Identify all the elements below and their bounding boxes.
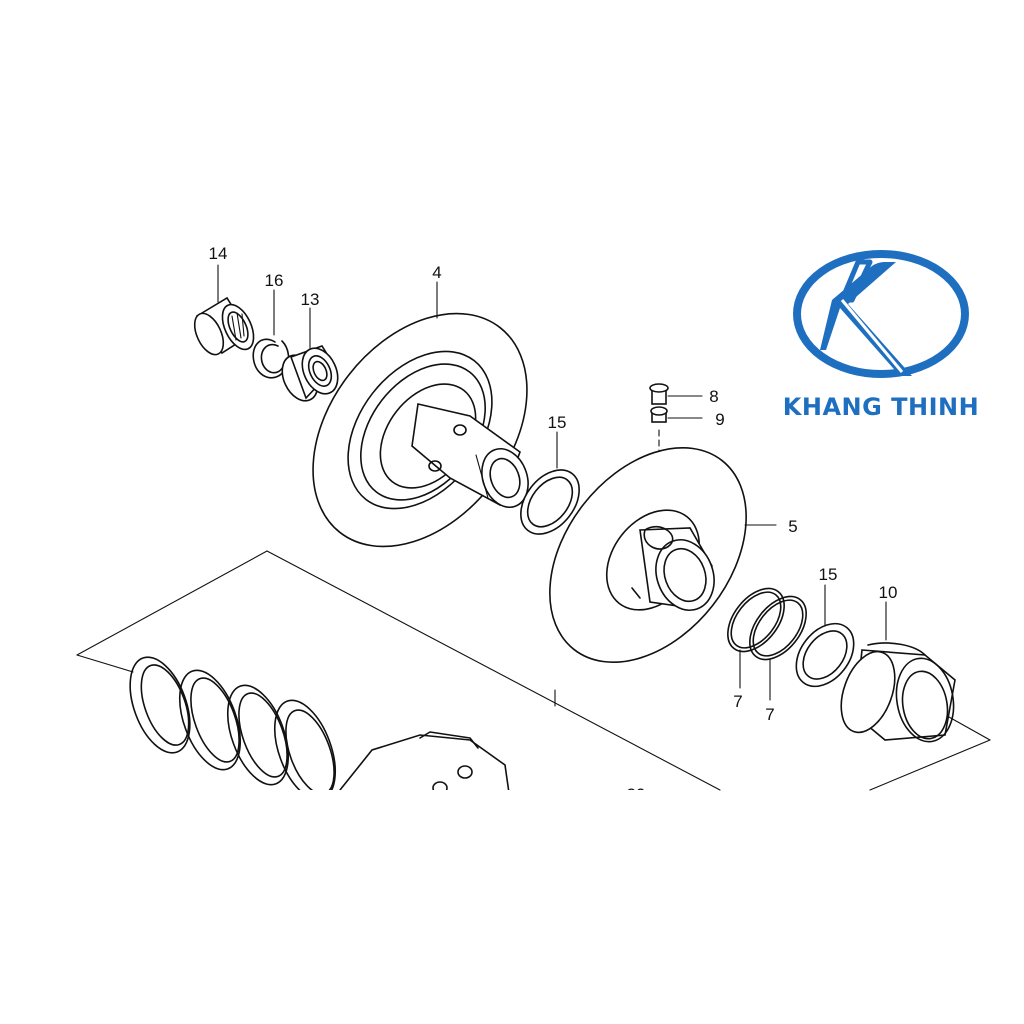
subassembly-boundary <box>76 550 991 791</box>
part-label-16: 16 <box>265 271 284 290</box>
part-label-7-b: 7 <box>765 705 774 724</box>
part-10-spacer-collar <box>840 642 956 743</box>
part-8-guide-pin <box>649 383 669 405</box>
part-14-needle-bearing <box>193 296 255 356</box>
part-13-ball-bearing <box>281 345 339 402</box>
part-label-4: 4 <box>432 263 441 282</box>
label-leader-lines <box>217 264 887 701</box>
part-15-seal-left <box>520 469 580 535</box>
logo-k-monogram <box>820 259 912 376</box>
part-label-20: 20 <box>627 785 646 804</box>
part-15-seal-right <box>795 622 855 688</box>
khang-thinh-logo: KHANG THINH <box>783 250 979 421</box>
part-label-10: 10 <box>879 583 898 602</box>
part-label-9: 9 <box>715 410 724 429</box>
part-label-15-right: 15 <box>819 565 838 584</box>
part-label-5: 5 <box>788 517 797 536</box>
part-label-14: 14 <box>209 244 228 263</box>
part-label-8: 8 <box>709 387 718 406</box>
part-label-13: 13 <box>301 290 320 309</box>
part-9-collar <box>650 406 668 423</box>
part-16-circlip <box>252 338 290 379</box>
part-label-7-a: 7 <box>733 692 742 711</box>
part-7-o-ring-a <box>727 587 785 653</box>
part-label-15-left: 15 <box>548 413 567 432</box>
coil-spring <box>129 656 337 790</box>
logo-brand-name: KHANG THINH <box>783 393 979 421</box>
torque-cam <box>339 731 510 790</box>
part-5-sliding-face <box>549 447 747 663</box>
lower-subassembly-partial: 20 <box>129 656 646 804</box>
part-7-o-ring-b <box>749 595 807 661</box>
part-4-drive-face <box>312 312 529 548</box>
